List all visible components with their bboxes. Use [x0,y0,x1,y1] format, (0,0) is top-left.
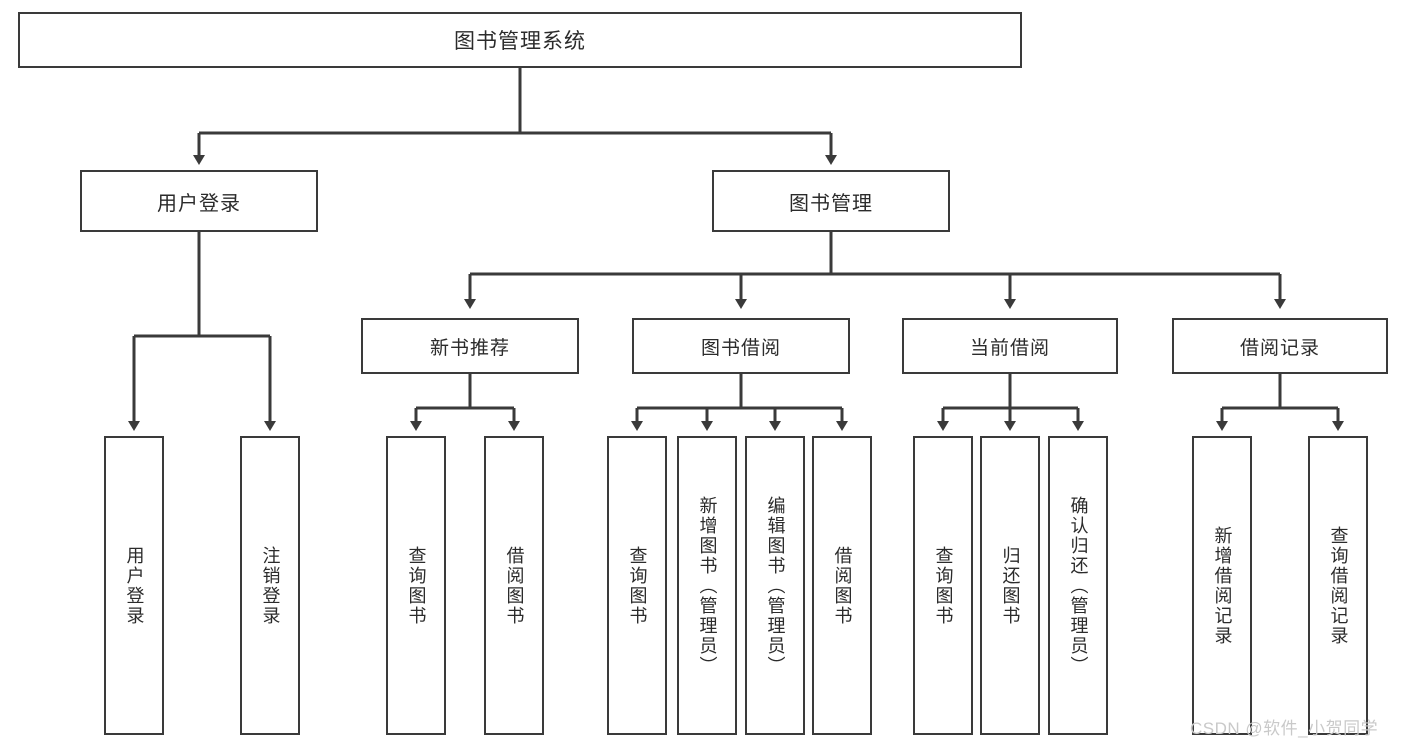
leaf-query-record-label: 查询借阅记录 [1328,525,1349,646]
leaf-query-book-2[interactable]: 查询图书 [607,436,667,735]
leaf-confirm-return[interactable]: 确认归还（管理员） [1048,436,1108,735]
leaf-add-record-label: 新增借阅记录 [1212,525,1233,646]
leaf-borrow-book-1[interactable]: 借阅图书 [484,436,544,735]
leaf-edit-book[interactable]: 编辑图书（管理员） [745,436,805,735]
node-book-borrow-label: 图书借阅 [700,337,781,359]
leaf-edit-book-label: 编辑图书（管理员） [765,495,786,676]
node-new-book-recommend[interactable]: 新书推荐 [361,318,579,374]
node-borrow-record-label: 借阅记录 [1239,337,1320,359]
node-current-borrow[interactable]: 当前借阅 [902,318,1118,374]
node-book-management[interactable]: 图书管理 [712,170,950,232]
leaf-query-book-3[interactable]: 查询图书 [913,436,973,735]
leaf-user-login-label: 用户登录 [124,545,145,626]
node-root-label: 图书管理系统 [454,30,586,53]
leaf-user-login[interactable]: 用户登录 [104,436,164,735]
node-book-management-label: 图书管理 [789,192,873,215]
node-borrow-record[interactable]: 借阅记录 [1172,318,1388,374]
leaf-confirm-return-label: 确认归还（管理员） [1068,495,1089,676]
leaf-borrow-book-2-label: 借阅图书 [832,545,853,626]
node-user-login[interactable]: 用户登录 [80,170,318,232]
leaf-add-book-label: 新增图书（管理员） [697,495,718,676]
node-book-borrow[interactable]: 图书借阅 [632,318,850,374]
node-root[interactable]: 图书管理系统 [18,12,1022,68]
leaf-query-record[interactable]: 查询借阅记录 [1308,436,1368,735]
leaf-query-book-3-label: 查询图书 [933,545,954,626]
node-user-login-label: 用户登录 [157,192,241,215]
leaf-query-book-1[interactable]: 查询图书 [386,436,446,735]
leaf-add-record[interactable]: 新增借阅记录 [1192,436,1252,735]
leaf-return-book-label: 归还图书 [1000,545,1021,626]
node-new-book-recommend-label: 新书推荐 [429,337,510,359]
leaf-logout-login-label: 注销登录 [260,545,281,626]
leaf-borrow-book-1-label: 借阅图书 [504,545,525,626]
leaf-return-book[interactable]: 归还图书 [980,436,1040,735]
node-current-borrow-label: 当前借阅 [969,337,1050,359]
leaf-logout-login[interactable]: 注销登录 [240,436,300,735]
leaf-query-book-1-label: 查询图书 [406,545,427,626]
leaf-add-book[interactable]: 新增图书（管理员） [677,436,737,735]
leaf-borrow-book-2[interactable]: 借阅图书 [812,436,872,735]
leaf-query-book-2-label: 查询图书 [627,545,648,626]
